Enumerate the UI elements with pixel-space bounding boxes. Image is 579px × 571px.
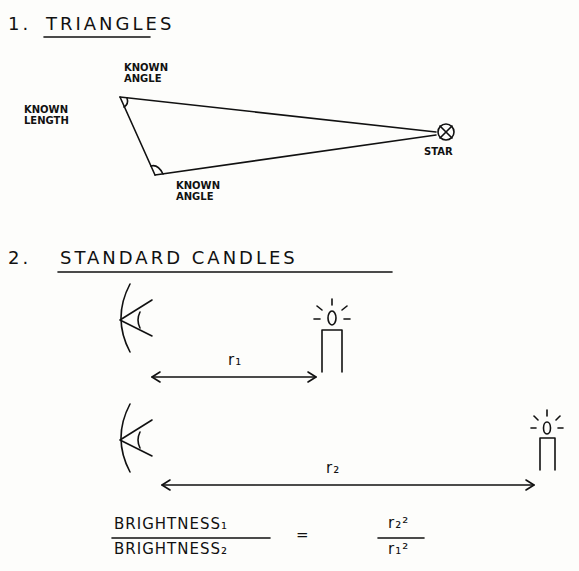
distance-label: r₂ bbox=[326, 460, 340, 477]
eye-symbol bbox=[120, 404, 152, 472]
fraction-bar bbox=[112, 537, 270, 539]
star-label: STAR bbox=[424, 146, 474, 157]
section-number: 2. bbox=[8, 248, 31, 269]
section-heading: TRIANGLES bbox=[46, 14, 174, 35]
fraction-bar bbox=[378, 537, 424, 539]
candle-symbol bbox=[531, 410, 563, 470]
distance-arrow bbox=[152, 372, 316, 382]
length-label: KNOWN LENGTH bbox=[24, 104, 76, 126]
formula-term: r₁² bbox=[388, 541, 409, 558]
eye-symbol bbox=[120, 284, 152, 352]
formula-term: r₂² bbox=[388, 515, 409, 532]
section-heading: STANDARD CANDLES bbox=[60, 248, 298, 269]
underline bbox=[58, 271, 392, 273]
angle-label: KNOWN ANGLE bbox=[124, 62, 172, 84]
formula-term: BRIGHTNESS₁ bbox=[114, 516, 228, 533]
angle-label: KNOWN ANGLE bbox=[176, 180, 224, 202]
distance-label: r₁ bbox=[228, 352, 242, 369]
candle-symbol bbox=[314, 299, 350, 372]
underline bbox=[44, 36, 150, 38]
formula-term: BRIGHTNESS₂ bbox=[114, 541, 228, 558]
star-symbol bbox=[438, 124, 454, 140]
distance-arrow bbox=[162, 480, 534, 490]
section-number: 1. bbox=[8, 14, 31, 35]
formula-sign: = bbox=[296, 527, 310, 544]
parallax-triangle bbox=[120, 97, 436, 175]
